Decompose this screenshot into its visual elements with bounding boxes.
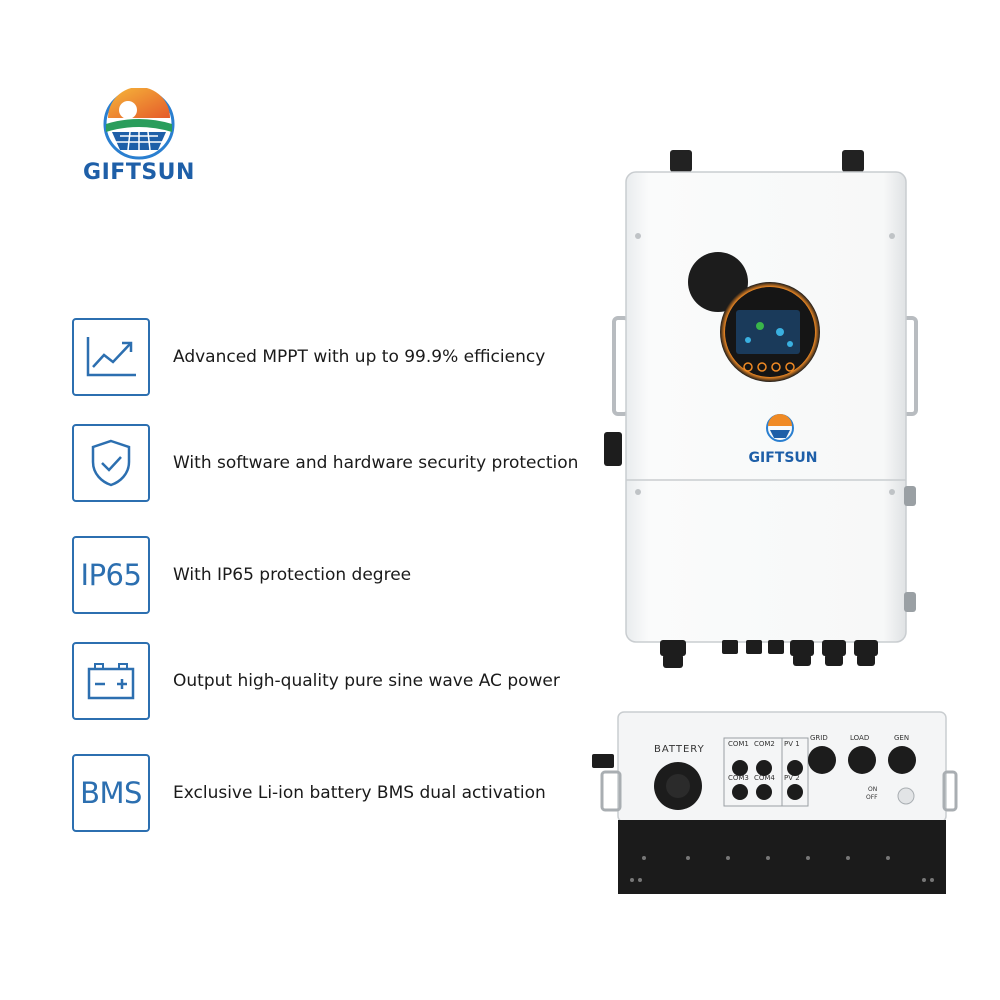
load-label: LOAD — [850, 734, 870, 742]
feature-item-mppt: Advanced MPPT with up to 99.9% efficienc… — [72, 318, 632, 398]
brand-logo: GIFTSUN — [78, 88, 200, 188]
inverter-drawing — [604, 150, 918, 668]
switch-on-label: ON — [868, 786, 878, 793]
inverter-bottom-panel-image: BATTERY COM1 COM2 COM3 COM4 PV 1 PV 2 GR… — [588, 708, 958, 898]
grid-label: GRID — [810, 734, 828, 742]
logo-text: GIFTSUN — [83, 160, 195, 185]
ip65-text-icon: IP65 — [80, 558, 142, 592]
com1-label: COM1 — [728, 740, 749, 748]
feature-item-security: With software and hardware security prot… — [72, 424, 632, 504]
feature-text: Output high-quality pure sine wave AC po… — [173, 671, 560, 691]
inverter-front-logo: GIFTSUN — [748, 450, 818, 466]
battery-label: BATTERY — [654, 744, 705, 755]
feature-text: Advanced MPPT with up to 99.9% efficienc… — [173, 347, 546, 367]
pv1-label: PV 1 — [784, 740, 800, 748]
switch-off-label: OFF — [866, 794, 878, 801]
feature-item-sine-wave: Output high-quality pure sine wave AC po… — [72, 642, 632, 722]
feature-item-ip65: IP65 With IP65 protection degree — [72, 536, 632, 616]
battery-icon — [87, 663, 135, 700]
feature-icon-box: BMS — [72, 754, 150, 832]
feature-item-bms: BMS Exclusive Li-ion battery BMS dual ac… — [72, 754, 632, 834]
bms-text-icon: BMS — [80, 776, 142, 810]
com2-label: COM2 — [754, 740, 775, 748]
feature-icon-box: IP65 — [72, 536, 150, 614]
feature-icon-box — [72, 642, 150, 720]
feature-icon-box — [72, 318, 150, 396]
feature-text: With IP65 protection degree — [173, 565, 412, 585]
feature-text: With software and hardware security prot… — [173, 453, 579, 473]
feature-icon-box — [72, 424, 150, 502]
feature-text: Exclusive Li-ion battery BMS dual activa… — [173, 783, 546, 803]
shield-check-icon — [91, 439, 131, 487]
bottom-panel-drawing — [592, 711, 958, 894]
com3-label: COM3 — [728, 774, 749, 782]
gen-label: GEN — [894, 734, 910, 742]
com4-label: COM4 — [754, 774, 775, 782]
sun-logo-icon — [103, 88, 175, 160]
inverter-product-image: GIFTSUN — [600, 150, 930, 680]
pv2-label: PV 2 — [784, 774, 800, 782]
growth-chart-icon — [86, 337, 136, 377]
